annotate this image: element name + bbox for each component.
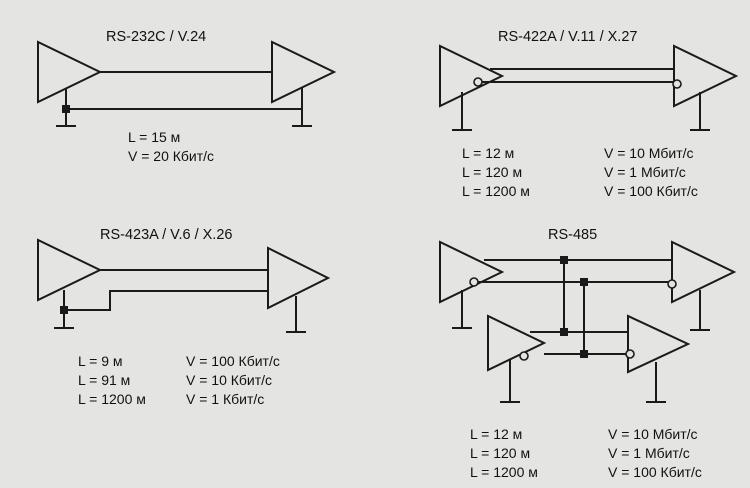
rs423-schematic	[37, 238, 331, 333]
rs485-schematic	[439, 240, 737, 403]
rs485-junction-a1	[560, 256, 568, 264]
rs422-length-2: L = 120 м	[462, 164, 523, 180]
rs422-speed-2: V = 1 Мбит/с	[604, 164, 686, 180]
rs485-driver-2	[671, 240, 737, 304]
rs423-junction	[60, 306, 68, 314]
rs423-speed-2: V = 10 Кбит/с	[186, 372, 273, 388]
rs422-speed-1: V = 10 Мбит/с	[604, 145, 694, 161]
rs423-speed-3: V = 1 Кбит/с	[186, 391, 265, 407]
rs485-junction-b1	[580, 278, 588, 286]
rs485-length-2: L = 120 м	[470, 445, 531, 461]
rs485-speed-2: V = 1 Мбит/с	[608, 445, 690, 461]
rs423-length-2: L = 91 м	[78, 372, 131, 388]
rs422-speed-3: V = 100 Кбит/с	[604, 183, 698, 199]
rs485-inverter-1	[469, 277, 479, 287]
rs485-junction-a2	[560, 328, 568, 336]
rs423-length-1: L = 9 м	[78, 353, 123, 369]
rs232-length: L = 15 м	[128, 129, 181, 145]
rs485-driver-1	[439, 240, 505, 304]
rs422-length-1: L = 12 м	[462, 145, 515, 161]
rs422-receiver	[673, 44, 739, 108]
rs232-title: RS-232C / V.24	[106, 29, 207, 45]
rs232-schematic	[37, 40, 337, 127]
rs423-receiver	[267, 246, 331, 310]
rs485-inverter-4	[625, 349, 635, 359]
rs422-length-3: L = 1200 м	[462, 183, 530, 199]
rs485-speed-1: V = 10 Мбит/с	[608, 426, 698, 442]
rs423-transmitter	[37, 238, 103, 302]
rs485-length-3: L = 1200 м	[470, 464, 538, 480]
rs485-driver-3	[487, 314, 547, 372]
rs232-junction	[62, 105, 70, 113]
rs422-schematic	[439, 44, 739, 131]
rs485-speed-3: V = 100 Кбит/с	[608, 464, 702, 480]
rs485-inverter-3	[519, 351, 529, 361]
rs422-tx-inverter	[473, 77, 483, 87]
rs232-transmitter	[37, 40, 103, 104]
rs423-title: RS-423A / V.6 / X.26	[100, 227, 233, 243]
rs423-speed-1: V = 100 Кбит/с	[186, 353, 280, 369]
rs422-title: RS-422A / V.11 / X.27	[498, 29, 638, 45]
rs232-speed: V = 20 Кбит/с	[128, 148, 215, 164]
rs423-return-line	[64, 290, 268, 311]
rs423-length-3: L = 1200 м	[78, 391, 146, 407]
rs485-length-1: L = 12 м	[470, 426, 523, 442]
rs485-driver-4	[627, 314, 691, 374]
rs422-rx-inverter	[672, 79, 682, 89]
rs485-inverter-2	[667, 279, 677, 289]
rs422-transmitter	[439, 44, 505, 108]
rs485-title: RS-485	[548, 227, 598, 243]
rs485-junction-b2	[580, 350, 588, 358]
